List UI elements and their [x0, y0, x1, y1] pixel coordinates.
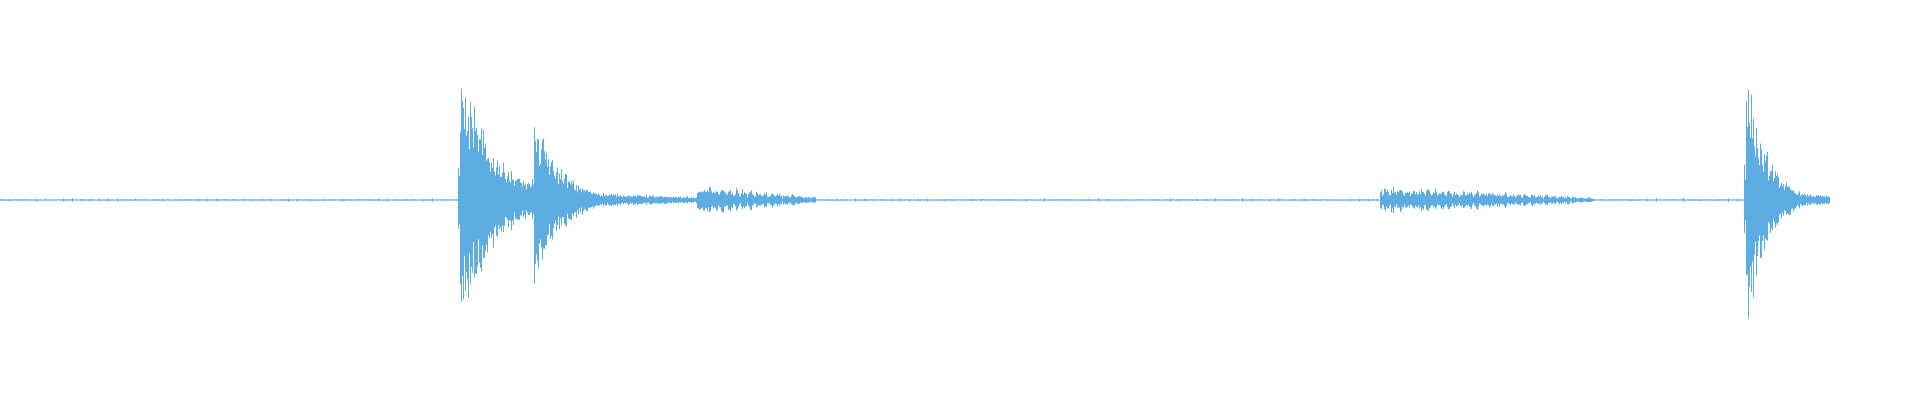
waveform-path	[0, 88, 1830, 319]
waveform-samples	[0, 88, 1830, 319]
